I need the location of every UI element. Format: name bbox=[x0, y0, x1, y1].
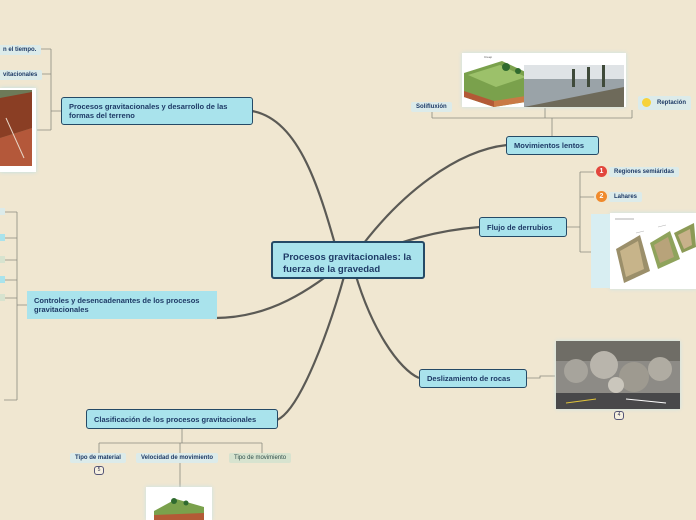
velocity-illustration[interactable] bbox=[146, 487, 212, 520]
subtopic-stub-5[interactable] bbox=[0, 294, 5, 301]
subtopic-stub-1[interactable] bbox=[0, 208, 5, 215]
badge-2: 2 bbox=[596, 191, 607, 202]
subtopic-reptacion[interactable]: Reptación bbox=[638, 96, 691, 110]
subtopic-partial-2[interactable]: vitacionales bbox=[0, 70, 42, 80]
topic-movimientos-lentos[interactable]: Movimientos lentos bbox=[506, 136, 599, 155]
topic-formas-terreno[interactable]: Procesos gravitacionales y desarrollo de… bbox=[61, 97, 253, 125]
velocity-image bbox=[146, 487, 212, 520]
subtopic-regiones-semiaridas[interactable]: Regiones semiáridas bbox=[609, 167, 679, 177]
image-number-5: 5 bbox=[94, 466, 104, 475]
debris-image-shadow bbox=[591, 214, 610, 288]
subtopic-tipo-material[interactable]: Tipo de material bbox=[70, 453, 126, 463]
creep-image: Creep bbox=[462, 53, 626, 107]
subtopic-velocidad[interactable]: Velocidad de movimiento bbox=[136, 453, 218, 463]
subtopic-regiones-semiaridas-label: Regiones semiáridas bbox=[614, 169, 674, 175]
central-topic[interactable]: Procesos gravitacionales: la fuerza de l… bbox=[271, 241, 425, 279]
subtopic-tipo-movimiento[interactable]: Tipo de movimiento bbox=[229, 453, 291, 463]
topic-controles[interactable]: Controles y desencadenantes de los proce… bbox=[27, 291, 217, 319]
subtopic-partial-1-label: n el tiempo. bbox=[3, 47, 36, 53]
topic-deslizamiento-rocas-label: Deslizamiento de rocas bbox=[427, 374, 510, 383]
subtopic-lahares[interactable]: Lahares bbox=[609, 192, 642, 202]
terrain-image bbox=[0, 88, 36, 172]
central-topic-label: Procesos gravitacionales: la fuerza de l… bbox=[283, 252, 411, 275]
subtopic-solifluxion-label: Solifluxión bbox=[416, 104, 447, 110]
subtopic-stub-3[interactable] bbox=[0, 256, 5, 263]
topic-flujo-derrubios-label: Flujo de derrubios bbox=[487, 223, 552, 232]
subtopic-velocidad-label: Velocidad de movimiento bbox=[141, 455, 213, 461]
subtopic-lahares-label: Lahares bbox=[614, 194, 637, 200]
subtopic-reptacion-label: Reptación bbox=[657, 100, 686, 106]
subtopic-partial-1[interactable]: n el tiempo. bbox=[0, 45, 41, 55]
topic-clasificacion[interactable]: Clasificación de los procesos gravitacio… bbox=[86, 409, 278, 429]
terrain-photo[interactable] bbox=[0, 88, 36, 172]
topic-flujo-derrubios[interactable]: Flujo de derrubios bbox=[479, 217, 567, 237]
lightbulb-icon bbox=[642, 98, 651, 107]
rockslide-image bbox=[556, 341, 680, 409]
subtopic-stub-4[interactable] bbox=[0, 276, 5, 283]
subtopic-tipo-movimiento-label: Tipo de movimiento bbox=[234, 455, 286, 461]
subtopic-tipo-material-label: Tipo de material bbox=[75, 455, 121, 461]
debris-flow-image bbox=[610, 213, 696, 289]
subtopic-solifluxion[interactable]: Solifluxión bbox=[411, 102, 452, 112]
rockslide-photo[interactable] bbox=[556, 341, 680, 409]
topic-movimientos-lentos-label: Movimientos lentos bbox=[514, 141, 584, 150]
svg-text:Creep: Creep bbox=[484, 55, 493, 59]
subtopic-partial-2-label: vitacionales bbox=[3, 72, 37, 78]
topic-deslizamiento-rocas[interactable]: Deslizamiento de rocas bbox=[419, 369, 527, 388]
topic-formas-terreno-label: Procesos gravitacionales y desarrollo de… bbox=[69, 102, 245, 120]
image-number-4: 4 bbox=[614, 411, 624, 420]
subtopic-stub-2[interactable] bbox=[0, 234, 5, 241]
topic-clasificacion-label: Clasificación de los procesos gravitacio… bbox=[94, 415, 256, 424]
badge-1: 1 bbox=[596, 166, 607, 177]
creep-illustration[interactable]: Creep bbox=[462, 53, 626, 107]
debris-flow-illustration[interactable] bbox=[610, 213, 696, 289]
topic-controles-label: Controles y desencadenantes de los proce… bbox=[34, 296, 210, 314]
